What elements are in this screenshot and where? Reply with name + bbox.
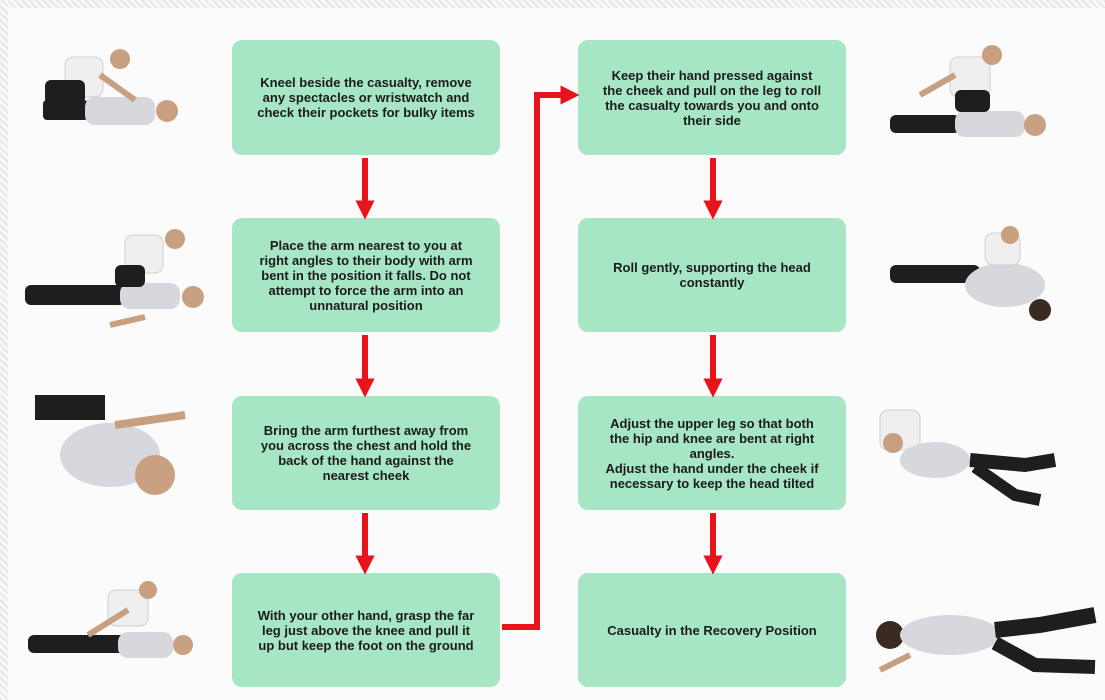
step-text: Adjust the upper leg so that both the hi… (605, 415, 819, 491)
step-box: Roll gently, supporting the head constan… (578, 218, 846, 332)
roll-supporting-head-image (890, 226, 1051, 321)
step-box: With your other hand, grasp the far leg … (232, 573, 500, 687)
connector-arrow (502, 85, 580, 630)
step-text: Bring the arm furthest away from you acr… (260, 423, 472, 483)
step-text: Kneel beside the casualty, remove any sp… (257, 75, 475, 120)
pull-leg-to-roll-image (890, 45, 1046, 137)
hand-against-cheek-image (35, 395, 186, 495)
step-box: Kneel beside the casualty, remove any sp… (232, 40, 500, 155)
step-text: Roll gently, supporting the head constan… (613, 260, 811, 290)
rescuer-kneeling-beside-casualty-image (43, 49, 178, 125)
step-box: Casualty in the Recovery Position (578, 573, 846, 687)
step-text: Casualty in the Recovery Position (607, 622, 817, 638)
arm-at-right-angle-image (25, 229, 204, 328)
step-text: Place the arm nearest to you at right an… (259, 237, 473, 313)
step-box: Adjust the upper leg so that both the hi… (578, 396, 846, 510)
grasp-far-leg-image (28, 581, 193, 658)
recovery-position-image (876, 607, 1097, 674)
step-text: Keep their hand pressed against the chee… (602, 67, 822, 128)
step-text: With your other hand, grasp the far leg … (257, 607, 475, 653)
step-box: Bring the arm furthest away from you acr… (232, 396, 500, 510)
adjust-upper-leg-image (879, 409, 1057, 506)
step-box: Place the arm nearest to you at right an… (232, 218, 500, 332)
step-box: Keep their hand pressed against the chee… (578, 40, 846, 155)
